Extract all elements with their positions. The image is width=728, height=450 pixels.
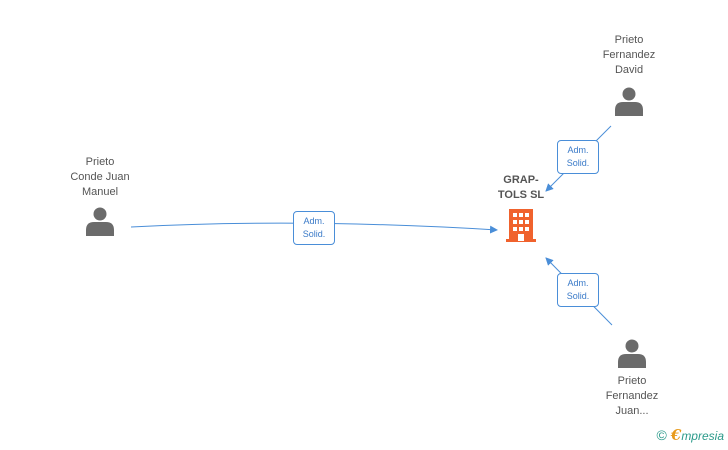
relation-badge-p2[interactable]: Adm. Solid. [557,140,599,174]
building-icon [506,209,536,242]
brand-logo-initial: € [670,426,682,444]
company-name-line: TOLS SL [497,189,545,201]
brand-logo-text: mpresia [681,429,724,443]
relation-badge-p1[interactable]: Adm. Solid. [293,211,335,245]
relation-badge-p3[interactable]: Adm. Solid. [557,273,599,307]
relation-label-line: Solid. [302,229,326,239]
person-name-line: David [614,64,644,76]
person-name-line: Fernandez [602,49,656,61]
person-name-line: Prieto [614,34,644,46]
copyright-symbol: © [656,427,667,443]
person-node-p3[interactable]: Prieto Fernandez Juan... [582,338,682,419]
person-name: Prieto Fernandez Juan... [582,374,682,419]
relation-label-line: Adm. [567,278,589,288]
relation-label-line: Adm. [567,145,589,155]
person-node-p2[interactable]: Prieto Fernandez David [579,33,679,116]
person-silhouette-icon [615,87,643,116]
person-silhouette-icon [86,207,114,236]
company-name-line: GRAP- [503,174,539,186]
person-silhouette-icon [618,339,646,368]
relation-label-line: Adm. [303,216,325,226]
person-name-line: Prieto [85,156,115,168]
person-name-line: Manuel [81,186,119,198]
relation-label-line: Solid. [566,291,590,301]
relation-label-line: Solid. [566,158,590,168]
company-node[interactable]: GRAP- TOLS SL [481,173,561,243]
person-name-line: Fernandez [605,390,659,402]
person-name-line: Juan... [615,405,649,417]
person-name: Prieto Conde Juan Manuel [50,155,150,200]
company-name: GRAP- TOLS SL [481,173,561,203]
person-name-line: Prieto [617,375,647,387]
person-node-p1[interactable]: Prieto Conde Juan Manuel [50,155,150,236]
brand-footer[interactable]: ©€mpresia [657,426,724,444]
person-name: Prieto Fernandez David [579,33,679,78]
person-name-line: Conde Juan [70,171,130,183]
